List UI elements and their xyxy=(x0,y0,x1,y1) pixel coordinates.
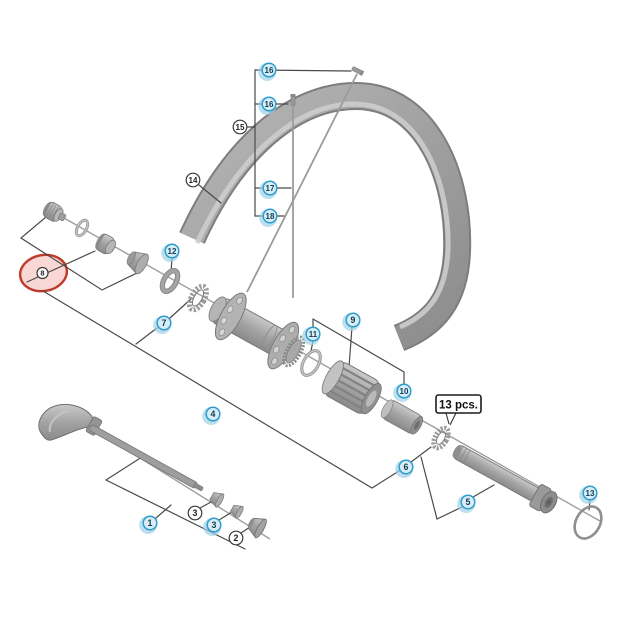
callout-circle xyxy=(156,315,172,331)
callout-circle xyxy=(185,172,201,188)
callout-16b[interactable]: 16 xyxy=(258,96,277,115)
callout-3b[interactable]: 3 xyxy=(203,517,222,536)
callout-circle xyxy=(142,515,158,531)
hub-body xyxy=(208,292,306,370)
callout-circle xyxy=(228,530,244,546)
spoke-nipple xyxy=(290,94,296,107)
callout-number: 8 xyxy=(40,269,44,278)
callout-number: 9 xyxy=(351,315,356,325)
callout-number: 6 xyxy=(404,462,409,472)
callout-circle xyxy=(262,180,278,196)
callout-circle xyxy=(582,485,598,501)
callout-3a[interactable]: 3 xyxy=(187,505,203,521)
axle-oring xyxy=(573,505,603,540)
cone-nut xyxy=(126,251,149,275)
callout-17[interactable]: 17 xyxy=(259,180,278,199)
callout-circle xyxy=(345,312,361,328)
callout-number: 2 xyxy=(234,533,239,543)
spoke xyxy=(246,73,358,293)
callout-14[interactable]: 14 xyxy=(185,172,201,188)
callout-number: 13 xyxy=(586,489,595,498)
skewer-end-nut xyxy=(247,517,267,539)
callout-number: 4 xyxy=(211,409,216,419)
callout-12[interactable]: 12 xyxy=(161,243,180,262)
callout-7[interactable]: 7 xyxy=(153,315,172,334)
callout-number: 16 xyxy=(265,100,274,109)
callout-circle xyxy=(206,517,222,533)
seal-ring xyxy=(74,218,90,238)
skewer-spring-cone xyxy=(230,504,244,519)
callout-circle xyxy=(187,505,203,521)
callout-circle xyxy=(305,326,321,342)
callout-number: 5 xyxy=(466,497,471,507)
callout-circle xyxy=(164,243,180,259)
callout-11[interactable]: 11 xyxy=(302,326,321,345)
callout-4[interactable]: 4 xyxy=(202,406,221,425)
serrated-lockring xyxy=(187,283,209,313)
callout-number: 12 xyxy=(168,247,177,256)
callout-2[interactable]: 2 xyxy=(228,530,244,546)
washer xyxy=(159,267,181,295)
spoke-nipple xyxy=(351,66,365,76)
callout-18[interactable]: 18 xyxy=(259,208,278,227)
callout-8[interactable]: 8 xyxy=(36,266,49,280)
skewer-rod xyxy=(89,424,204,491)
cone-spacer xyxy=(95,233,116,255)
freehub-seal-oring xyxy=(300,349,322,377)
callout-circle xyxy=(36,266,49,280)
quick-release-lever xyxy=(38,403,94,441)
freehub-body xyxy=(321,360,382,415)
callout-16a[interactable]: 16 xyxy=(258,62,277,81)
callout-circle xyxy=(396,383,412,399)
callout-number: 1 xyxy=(148,518,153,528)
callout-number: 16 xyxy=(265,66,274,75)
callout-circle xyxy=(261,96,277,112)
callout-number: 18 xyxy=(266,212,275,221)
callout-13[interactable]: 13 xyxy=(579,485,598,504)
callout-5[interactable]: 5 xyxy=(457,494,476,513)
callout-number: 3 xyxy=(212,520,217,530)
star-washer-13pcs xyxy=(431,425,451,451)
callout-circle xyxy=(261,62,277,78)
thru-axle xyxy=(452,445,558,514)
callout-circle xyxy=(460,494,476,510)
callout-number: 14 xyxy=(189,176,198,185)
callout-circle xyxy=(262,208,278,224)
note-box-13pcs: 13 pcs. xyxy=(435,394,482,426)
callout-number: 3 xyxy=(193,508,198,518)
callout-circle xyxy=(232,119,248,135)
wheel-rim xyxy=(179,81,472,351)
callout-number: 7 xyxy=(162,318,167,328)
callout-9[interactable]: 9 xyxy=(342,312,361,331)
callout-10[interactable]: 10 xyxy=(393,383,412,402)
skewer-spring-cone xyxy=(209,492,225,508)
axle-end-cap xyxy=(42,201,67,222)
callout-1[interactable]: 1 xyxy=(139,515,158,534)
callout-lines xyxy=(19,69,591,550)
note-box-text: 13 pcs. xyxy=(439,400,478,412)
callout-number: 17 xyxy=(266,184,275,193)
callout-circle xyxy=(398,459,414,475)
callout-number: 11 xyxy=(309,330,318,339)
callout-6[interactable]: 6 xyxy=(395,459,414,478)
axle-spacer xyxy=(380,399,424,435)
callout-15[interactable]: 15 xyxy=(232,119,248,135)
callout-number: 15 xyxy=(236,123,245,132)
callout-number: 10 xyxy=(400,387,409,396)
callout-circle xyxy=(205,406,221,422)
